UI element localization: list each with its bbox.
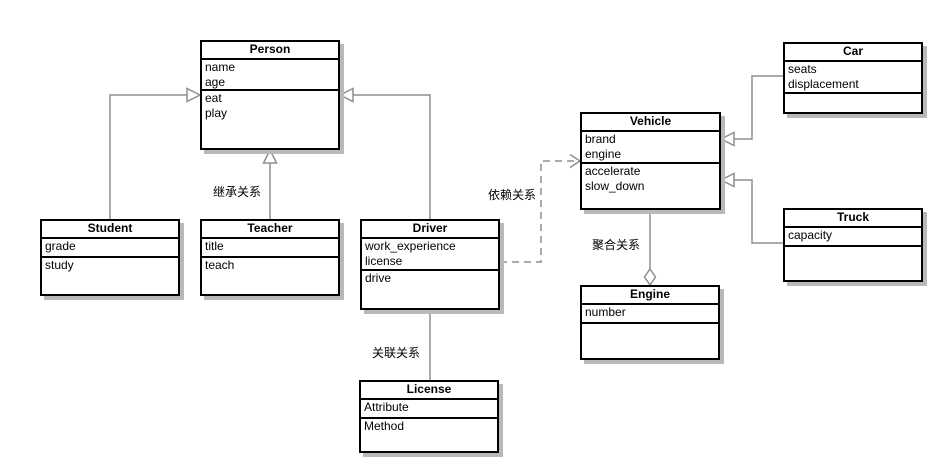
class-method: play [205,106,228,120]
class-method: slow_down [585,179,645,193]
class-method: Method [364,419,405,433]
class-attributes-section: seats displacement [785,62,921,94]
aggregation-connector-vehicle-engine[interactable] [643,210,657,287]
class-methods-section [582,324,718,358]
class-box-engine[interactable]: Engine number [580,285,720,360]
hollow-triangle-arrowhead [262,148,278,164]
hollow-triangle-arrowhead [338,87,354,103]
class-attribute: displacement [788,77,859,91]
class-title: Vehicle [582,114,719,132]
class-attribute: license [365,254,403,268]
class-attribute: grade [45,239,76,253]
class-methods-section: accelerate slow_down [582,164,719,208]
class-attribute: age [205,75,226,89]
class-method: accelerate [585,164,641,178]
class-box-person[interactable]: Person name age eat play [200,40,340,150]
label-dependency: 依赖关系 [488,188,537,202]
inheritance-connector-car-vehicle[interactable] [719,75,783,147]
class-attribute: work_experience [365,239,456,253]
label-inheritance: 继承关系 [213,185,262,199]
hollow-triangle-arrowhead [719,172,735,188]
inheritance-connector-teacher-person[interactable] [262,148,278,219]
class-method: teach [205,258,235,272]
class-box-car[interactable]: Car seats displacement [783,42,923,114]
label-association: 关联关系 [372,346,421,360]
hollow-triangle-arrowhead [186,87,202,103]
class-attribute: seats [788,62,817,76]
hollow-diamond [643,267,657,287]
class-attributes-section: grade [42,239,178,258]
class-methods-section: study [42,258,178,294]
class-methods-section [785,247,921,280]
class-title: Truck [785,210,921,228]
inheritance-connector-truck-vehicle[interactable] [719,172,783,244]
class-attribute: number [585,305,626,319]
class-attribute: name [205,60,236,74]
inheritance-connector-student-person[interactable] [109,87,202,220]
class-attribute: brand [585,132,616,146]
dependency-connector-driver-vehicle[interactable] [500,153,582,263]
class-box-license[interactable]: License Attribute Method [359,380,499,453]
class-attributes-section: brand engine [582,132,719,164]
class-attribute: capacity [788,228,833,242]
class-title: Person [202,42,338,60]
class-box-teacher[interactable]: Teacher title teach [200,219,340,296]
class-attribute: Attribute [364,400,409,414]
class-attribute: engine [585,147,622,161]
class-methods-section [785,94,921,112]
class-title: Teacher [202,221,338,239]
class-title: License [361,382,497,400]
class-methods-section: Method [361,419,497,451]
class-methods-section: eat play [202,91,338,148]
class-attributes-section: capacity [785,228,921,247]
class-box-driver[interactable]: Driver work_experience license drive [360,219,500,310]
class-method: drive [365,271,392,285]
class-attributes-section: number [582,305,718,324]
class-title: Car [785,44,921,62]
class-title: Driver [362,221,498,239]
class-attributes-section: title [202,239,338,258]
hollow-triangle-arrowhead [719,131,735,147]
class-title: Student [42,221,178,239]
label-aggregation: 聚合关系 [592,238,641,252]
class-methods-section: drive [362,271,498,308]
class-box-student[interactable]: Student grade study [40,219,180,296]
class-method: study [45,258,74,272]
class-box-vehicle[interactable]: Vehicle brand engine accelerate slow_dow… [580,112,721,210]
class-methods-section: teach [202,258,338,294]
class-attribute: title [205,239,224,253]
class-box-truck[interactable]: Truck capacity [783,208,923,282]
class-attributes-section: name age [202,60,338,91]
inheritance-connector-driver-person[interactable] [338,87,431,220]
class-method: eat [205,91,222,105]
class-title: Engine [582,287,718,305]
class-attributes-section: Attribute [361,400,497,419]
class-attributes-section: work_experience license [362,239,498,271]
